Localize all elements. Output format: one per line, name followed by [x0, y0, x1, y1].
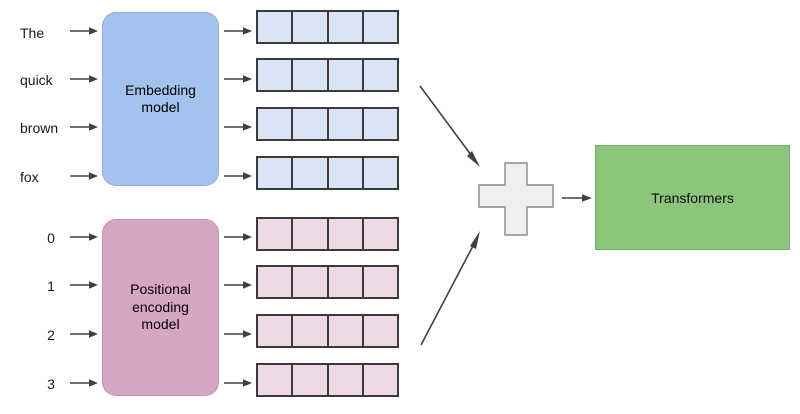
arrow-position-1-to-positional	[70, 279, 98, 291]
arrow-position-0-to-positional	[70, 231, 98, 243]
arrow-positional-to-vector-4	[224, 377, 252, 389]
vector-cell	[291, 363, 329, 397]
vector-cell	[256, 363, 294, 397]
vector-cell	[361, 314, 399, 348]
token-label-quick: quick	[20, 72, 53, 88]
position-label-2: 2	[47, 327, 55, 343]
vector-cell	[326, 58, 364, 92]
vector-cell	[361, 217, 399, 251]
vector-cell	[291, 217, 329, 251]
position-label-3: 3	[47, 376, 55, 392]
vector-cell	[361, 156, 399, 190]
arrow-token-quick-to-embedding	[70, 73, 98, 85]
arrow-embeddings-to-plus	[418, 84, 484, 170]
vector-cell	[361, 363, 399, 397]
vector-cell	[256, 265, 294, 299]
vector-cell	[326, 156, 364, 190]
vector-cell	[291, 107, 329, 141]
transformers-box[interactable]: Transformers	[595, 145, 790, 250]
arrow-positional-to-vector-2	[224, 279, 252, 291]
arrow-embedding-to-vector-2	[224, 73, 252, 85]
position-label-0: 0	[47, 230, 55, 246]
vector-cell	[361, 58, 399, 92]
vector-cell	[326, 217, 364, 251]
vector-cell	[256, 10, 294, 44]
vector-cell	[326, 314, 364, 348]
vector-cell	[326, 107, 364, 141]
vector-cell	[361, 107, 399, 141]
vector-cell	[326, 363, 364, 397]
vector-cell	[256, 156, 294, 190]
embedding-model-box[interactable]: Embedding model	[102, 12, 219, 186]
embedding-vector-4	[256, 156, 399, 190]
vector-cell	[291, 10, 329, 44]
positional-encoding-model-box[interactable]: Positional encoding model	[102, 219, 219, 396]
vector-cell	[256, 107, 294, 141]
embedding-model-label-line1: Embedding	[125, 81, 196, 98]
positional-model-label-line1: Positional	[130, 281, 191, 298]
vector-cell	[326, 10, 364, 44]
positional-vector-3	[256, 314, 399, 348]
token-label-fox: fox	[20, 169, 39, 185]
vector-cell	[291, 156, 329, 190]
arrow-token-brown-to-embedding	[70, 121, 98, 133]
positional-vector-2	[256, 265, 399, 299]
embedding-vector-3	[256, 107, 399, 141]
transformers-label: Transformers	[651, 189, 734, 206]
vector-cell	[256, 217, 294, 251]
arrow-embedding-to-vector-1	[224, 25, 252, 37]
vector-cell	[256, 314, 294, 348]
arrow-positional-to-plus	[418, 228, 484, 348]
positional-vector-1	[256, 217, 399, 251]
vector-cell	[256, 58, 294, 92]
arrow-embedding-to-vector-4	[224, 170, 252, 182]
arrow-embedding-to-vector-3	[224, 121, 252, 133]
token-label-the: The	[20, 25, 45, 41]
vector-cell	[361, 10, 399, 44]
arrow-positional-to-vector-3	[224, 328, 252, 340]
vector-cell	[361, 265, 399, 299]
positional-model-label-line3: model	[141, 316, 180, 333]
arrow-position-3-to-positional	[70, 377, 98, 389]
plus-combiner[interactable]	[478, 162, 554, 237]
embedding-vector-1	[256, 10, 399, 44]
arrow-plus-to-transformers	[562, 192, 592, 204]
positional-vector-4	[256, 363, 399, 397]
embedding-model-label-line2: model	[141, 99, 180, 115]
arrow-token-the-to-embedding	[70, 25, 98, 37]
vector-cell	[291, 58, 329, 92]
arrow-positional-to-vector-1	[224, 231, 252, 243]
arrow-position-2-to-positional	[70, 328, 98, 340]
token-label-brown: brown	[20, 120, 59, 136]
position-label-1: 1	[47, 278, 55, 294]
arrow-token-fox-to-embedding	[70, 170, 98, 182]
embedding-vector-2	[256, 58, 399, 92]
positional-model-label-line2: encoding	[132, 298, 189, 315]
vector-cell	[291, 314, 329, 348]
vector-cell	[326, 265, 364, 299]
vector-cell	[291, 265, 329, 299]
